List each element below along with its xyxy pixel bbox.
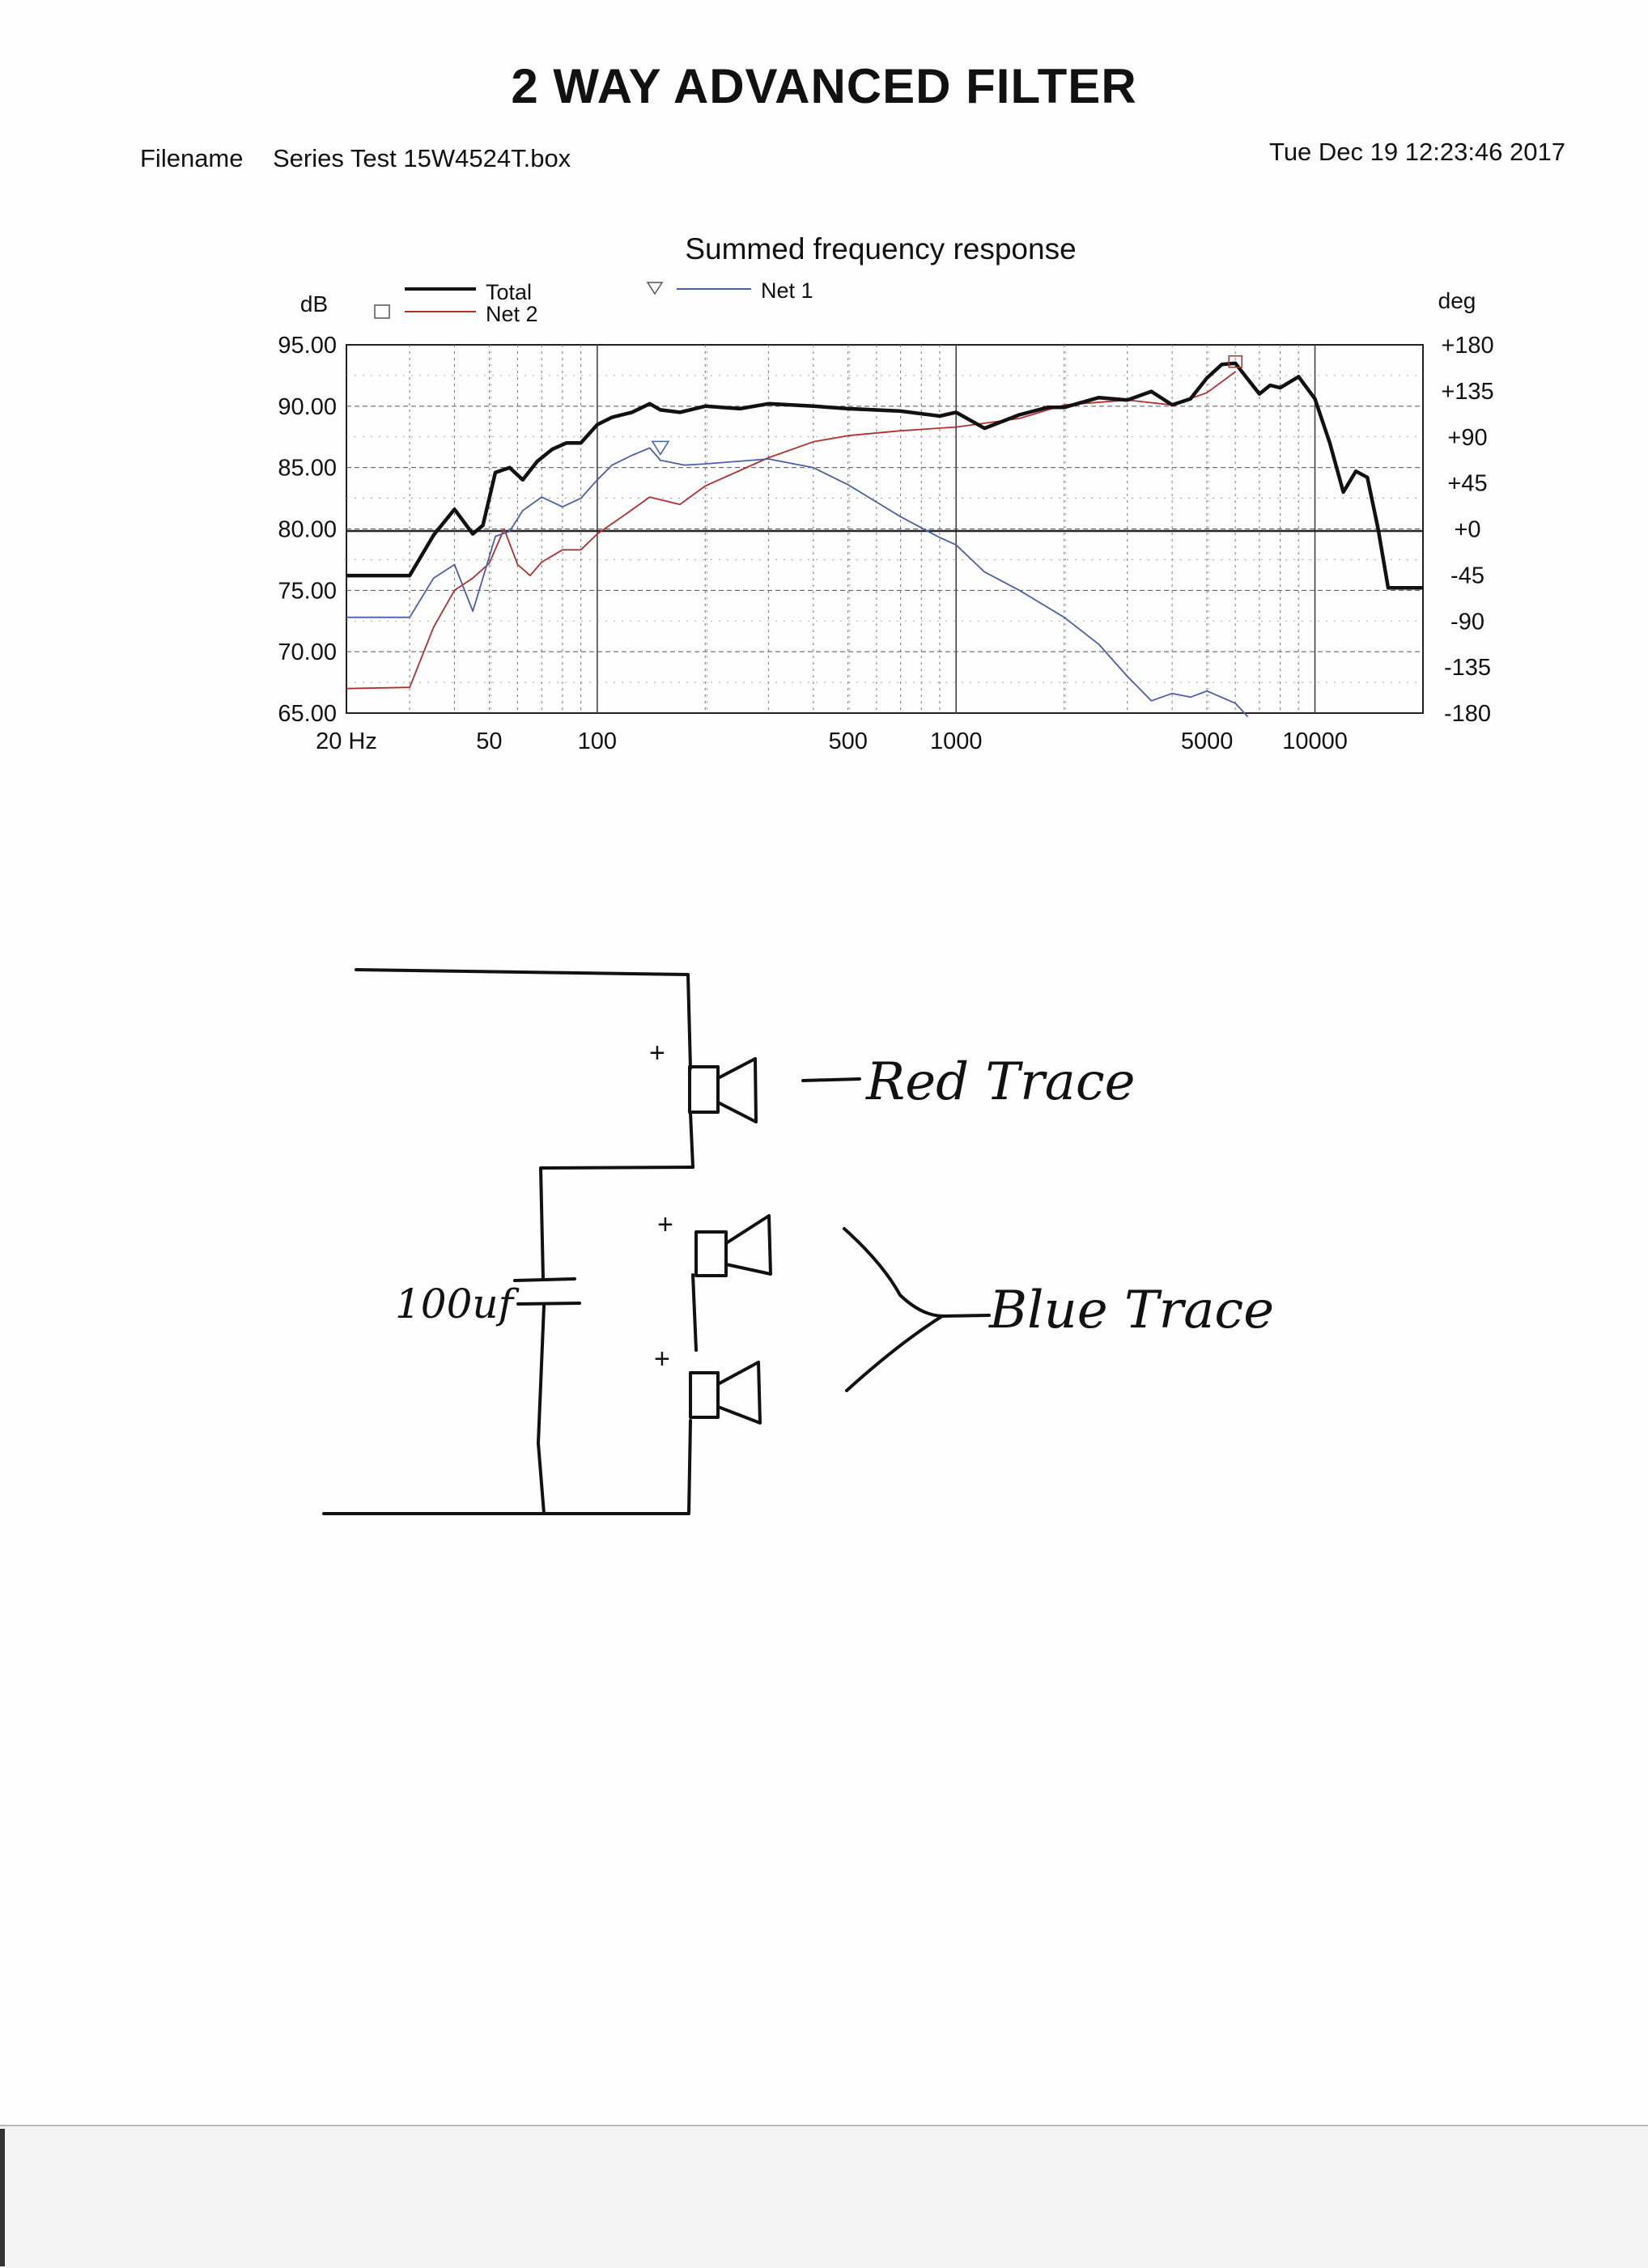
y2-tick-label: -90 — [1450, 609, 1484, 635]
x-tick-label: 50 — [476, 728, 502, 754]
x-tick-label: 500 — [829, 728, 868, 754]
y2-tick-labels: +180 +135 +90 +45 +0 -45 -90 -135 -180 — [1441, 333, 1493, 727]
legend-marker-net2 — [374, 304, 390, 319]
y-tick-label: 90.00 — [278, 394, 337, 420]
capacitor-plate-bottom — [516, 1302, 581, 1306]
frequency-response-chart: Summed frequency response dB deg 20 Hz 50… — [278, 232, 1493, 754]
net1-marker — [651, 440, 670, 456]
timestamp: Tue Dec 19 12:23:46 2017 — [1269, 138, 1565, 166]
mid-driver-cone — [724, 1214, 772, 1276]
legend-label-total: Total — [486, 280, 532, 304]
bottom-driver-icon — [689, 1371, 720, 1419]
y2-tick-label: -180 — [1444, 701, 1491, 727]
y2-axis-label: deg — [1438, 288, 1476, 313]
chart-title: Summed frequency response — [685, 232, 1076, 265]
scanner-background — [0, 2125, 1648, 2268]
filename-label: Filename — [140, 144, 244, 172]
mid-wire — [691, 1273, 698, 1352]
y2-tick-label: +90 — [1447, 425, 1487, 451]
capacitor-plate-top — [513, 1277, 576, 1282]
shunt-wire — [539, 1166, 694, 1281]
legend-label-net2: Net 2 — [486, 302, 538, 326]
y-tick-label: 95.00 — [278, 333, 337, 359]
y2-tick-label: +135 — [1441, 379, 1493, 405]
legend-label-net1: Net 1 — [761, 278, 813, 303]
document-title: 2 WAY ADVANCED FILTER — [511, 59, 1137, 113]
y-tick-label: 70.00 — [278, 639, 337, 665]
bottom-driver-polarity: + — [654, 1344, 670, 1374]
x-tick-label: 100 — [578, 728, 617, 754]
x-tick-label: 20 Hz — [316, 728, 377, 754]
blue-trace-label: Blue Trace — [988, 1281, 1274, 1340]
y-tick-label: 65.00 — [278, 701, 337, 727]
top-driver-icon — [688, 1065, 720, 1114]
series-lines — [346, 355, 1423, 718]
y-tick-label: 75.00 — [278, 578, 337, 604]
positive-wire — [355, 968, 692, 1070]
y2-tick-label: +45 — [1447, 471, 1487, 497]
grid — [346, 345, 1423, 713]
series-line-net-2 — [346, 371, 1236, 690]
mid-driver-icon — [694, 1230, 728, 1277]
bottom-driver-cone — [716, 1361, 762, 1425]
y2-tick-label: -135 — [1444, 655, 1491, 681]
legend-marker-net1 — [646, 282, 664, 295]
blue-bracket — [843, 1227, 991, 1392]
shunt-wire-lower — [537, 1304, 546, 1515]
y-axis-label: dB — [300, 291, 328, 316]
negative-wire — [322, 1419, 692, 1515]
y2-tick-label: -45 — [1450, 563, 1484, 588]
capacitor-label: 100uf — [395, 1281, 520, 1327]
filename-value: Series Test 15W4524T.box — [273, 144, 571, 172]
top-driver-cone — [716, 1057, 758, 1123]
net2-marker — [1228, 355, 1242, 368]
mid-driver-polarity: + — [657, 1209, 673, 1240]
y-tick-label: 85.00 — [278, 456, 337, 482]
crossover-schematic: + + + 100uf Red Trace Blue Trace — [322, 968, 1274, 1515]
top-driver-polarity: + — [649, 1038, 665, 1068]
y-tick-label: 80.00 — [278, 517, 337, 543]
series-line-net-1 — [346, 447, 1249, 718]
x-tick-label: 1000 — [930, 728, 983, 754]
series-line-total — [346, 361, 1423, 590]
y2-tick-label: +0 — [1454, 517, 1480, 543]
paper-page — [0, 0, 1648, 2125]
red-pointer-line — [801, 1077, 861, 1082]
x-tick-label: 5000 — [1181, 728, 1234, 754]
red-trace-label: Red Trace — [865, 1052, 1136, 1112]
x-tick-label: 10000 — [1282, 728, 1348, 754]
y-tick-labels: 95.00 90.00 85.00 80.00 75.00 70.00 65.00 — [278, 333, 337, 727]
x-tick-labels: 20 Hz 50 100 500 1000 5000 10000 — [316, 728, 1348, 754]
scanner-edge — [0, 2129, 5, 2266]
y2-tick-label: +180 — [1441, 333, 1493, 359]
series-wire — [689, 1111, 694, 1169]
